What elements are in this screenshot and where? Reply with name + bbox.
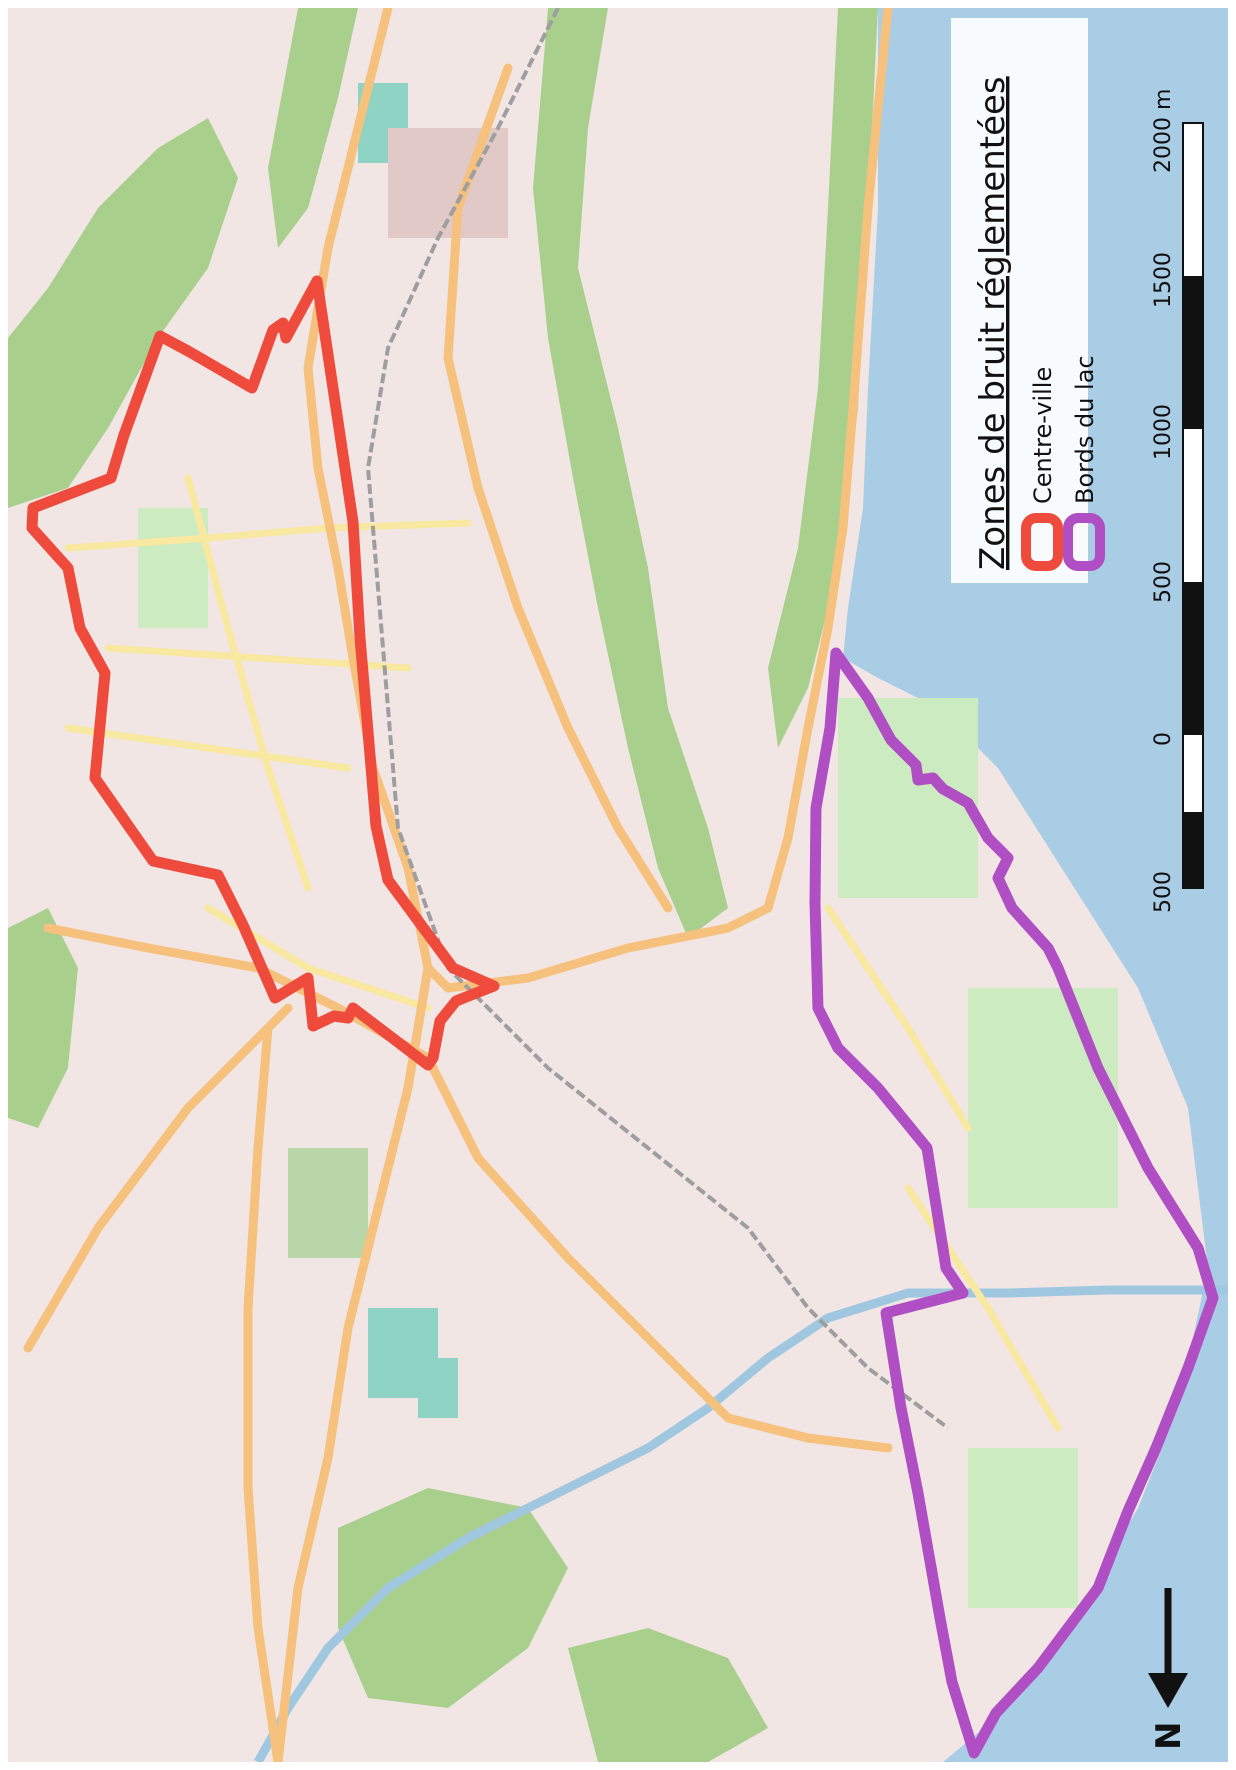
map-canvas[interactable]: Zones de bruit réglementées Centre-ville… [8,8,1228,1762]
forest-south [568,1628,768,1762]
legend-box [951,18,1088,583]
forest-lakeshore [768,8,878,748]
legend-swatch-bords-du-lac [1063,513,1105,571]
forest-south-west [338,1488,568,1708]
scale-label: 0 [1151,732,1176,746]
park-lakeside-2 [968,988,1118,1208]
map-frame: Zones de bruit réglementées Centre-ville… [8,8,1228,1762]
railway [365,8,950,1430]
forest-west-strip [8,908,78,1128]
major-roads [23,8,893,1762]
park-centre [138,508,208,628]
scale-label: 500 [1151,561,1176,603]
legend-title: Zones de bruit réglementées [973,76,1013,570]
scale-segment [1183,812,1203,888]
scale-label: 2000 m [1151,89,1176,173]
scale-label: 1500 [1151,252,1176,308]
north-arrow-label: N [1149,1722,1189,1750]
scale-bar [1182,122,1204,889]
legend-label-centre-ville: Centre-ville [1029,367,1057,504]
forest-north-area [8,118,238,508]
forest-ridge-upper [268,8,358,248]
legend-swatch-centre-ville [1021,513,1063,571]
north-arrow-icon [1148,1588,1188,1708]
scale-label: 1000 [1151,404,1176,460]
cemetery [288,1148,368,1258]
scale-segment [1183,582,1203,735]
scale-label: 500 [1151,871,1176,913]
sports-field-2 [418,1358,458,1418]
legend-label-bords-du-lac: Bords du lac [1071,355,1099,504]
river [254,1285,1228,1762]
scale-segment [1183,276,1203,429]
park-lakeside-3 [968,1448,1078,1608]
forest-ridge-east [533,8,728,938]
lake [843,8,1228,1762]
zone-bords-du-lac[interactable] [809,647,1219,1759]
zone-centre-ville[interactable] [26,275,500,1071]
